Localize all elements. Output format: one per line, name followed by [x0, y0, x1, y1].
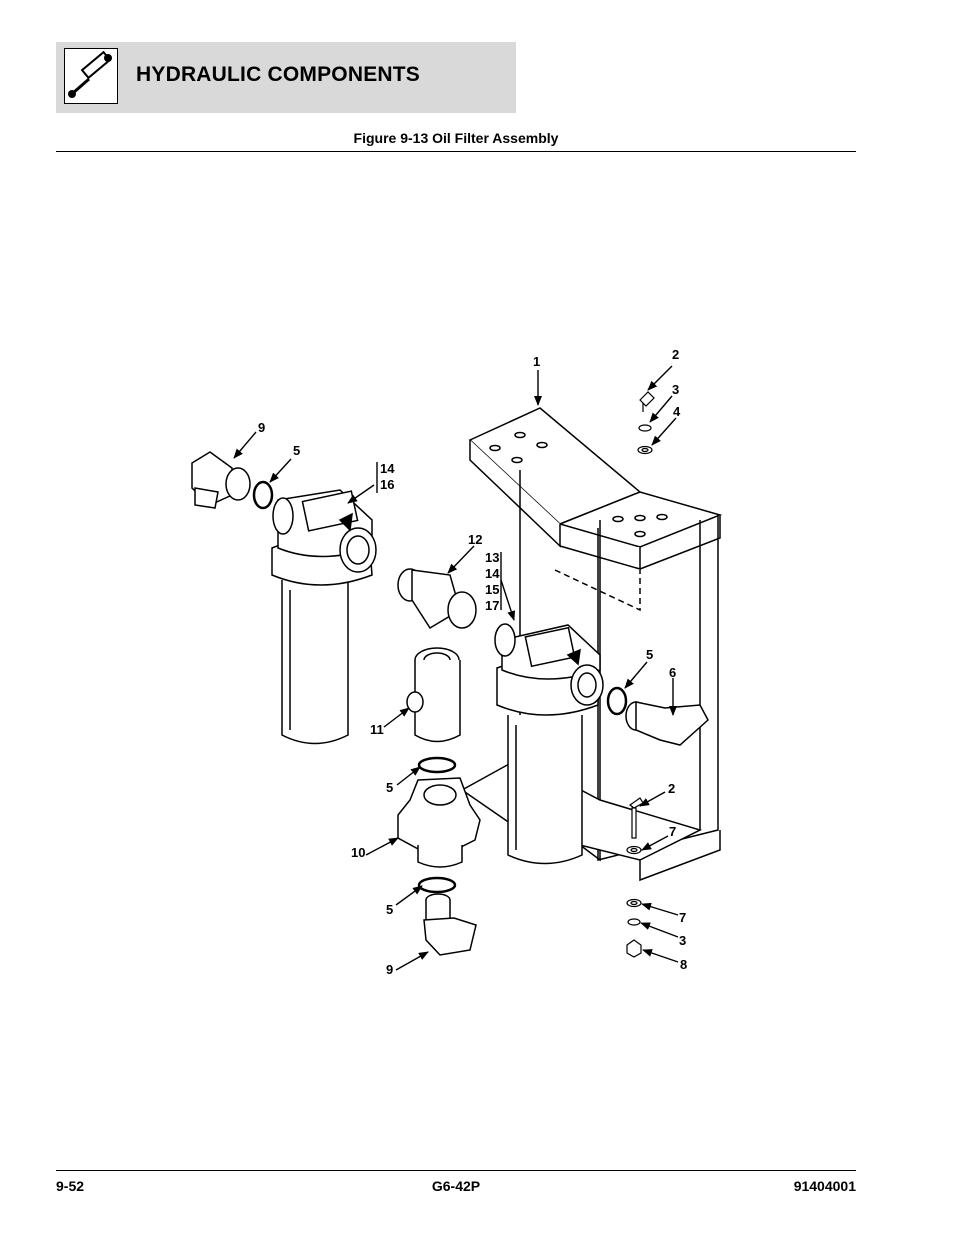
callout-16: 16 — [380, 477, 394, 492]
callout-5: 5 — [646, 647, 653, 662]
callout-13: 13 — [485, 550, 499, 565]
hardware — [626, 391, 655, 958]
callout-labels: 1 2 3 4 9 5 14 16 12 13 14 15 17 5 6 11 … — [258, 347, 687, 977]
elbow-fitting-top-left — [191, 451, 251, 509]
callout-14: 14 — [380, 461, 395, 476]
callout-15: 15 — [485, 582, 499, 597]
leader-lines — [233, 365, 679, 971]
callout-12: 12 — [468, 532, 482, 547]
callout-11: 11 — [370, 722, 384, 737]
callout-2: 2 — [668, 781, 675, 796]
hydraulic-cylinder-icon — [64, 48, 118, 104]
callout-17: 17 — [485, 598, 499, 613]
page-number: 9-52 — [56, 1178, 85, 1194]
o-ring — [417, 756, 457, 774]
callout-5: 5 — [386, 902, 393, 917]
document-number: 91404001 — [793, 1178, 856, 1194]
callout-4: 4 — [673, 404, 681, 419]
callout-9: 9 — [386, 962, 393, 977]
callout-6: 6 — [669, 665, 676, 680]
callout-3: 3 — [679, 933, 686, 948]
callout-14: 14 — [485, 566, 500, 581]
elbow-fitting-right — [625, 701, 709, 746]
check-valve — [397, 777, 481, 868]
callout-8: 8 — [680, 957, 687, 972]
oil-filter-left — [271, 489, 377, 745]
oil-filter-right — [494, 623, 604, 865]
callout-10: 10 — [351, 845, 365, 860]
callout-7: 7 — [679, 910, 686, 925]
o-ring — [417, 876, 457, 894]
section-title: HYDRAULIC COMPONENTS — [136, 63, 421, 86]
callout-7: 7 — [669, 824, 676, 839]
footer-rule — [56, 1170, 856, 1171]
figure-caption: Figure 9-13 Oil Filter Assembly — [353, 130, 559, 146]
adapter-fitting — [397, 568, 477, 630]
elbow-fitting-bottom — [423, 893, 477, 956]
callout-5: 5 — [386, 780, 393, 795]
section-header: HYDRAULIC COMPONENTS — [56, 42, 516, 113]
callout-5: 5 — [293, 443, 300, 458]
callout-1: 1 — [533, 354, 540, 369]
callout-9: 9 — [258, 420, 265, 435]
tee-fitting — [406, 647, 461, 743]
header-rule — [56, 151, 856, 152]
callout-2: 2 — [672, 347, 679, 362]
o-ring — [252, 480, 274, 510]
callout-3: 3 — [672, 382, 679, 397]
model-name: G6-42P — [431, 1178, 481, 1194]
o-ring — [606, 686, 628, 716]
